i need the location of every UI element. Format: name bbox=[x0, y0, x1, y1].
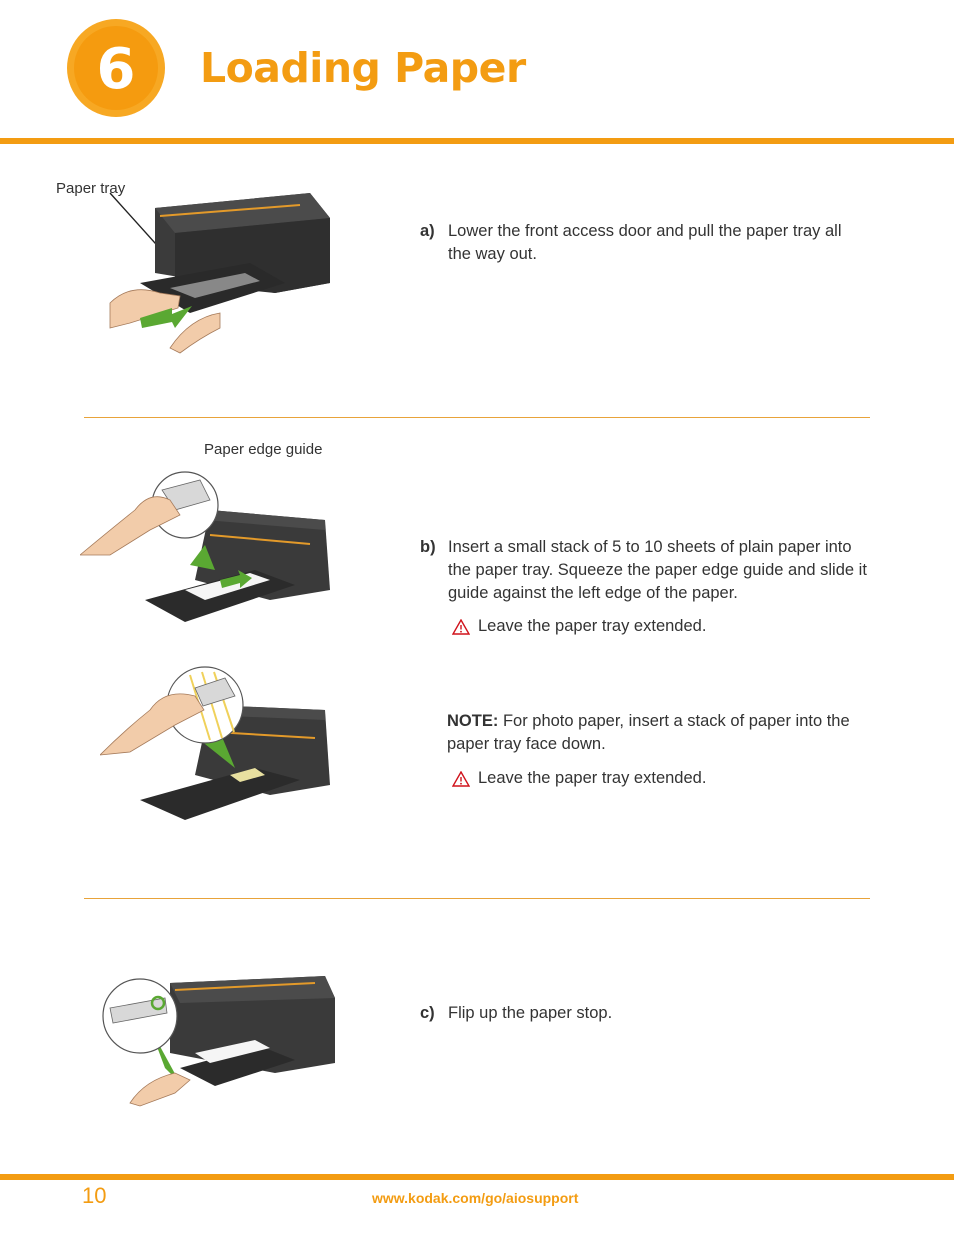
note-warning: Leave the paper tray extended. bbox=[452, 769, 706, 788]
chapter-badge: 6 bbox=[67, 19, 165, 117]
section-divider bbox=[84, 417, 870, 418]
step-b-warning: Leave the paper tray extended. bbox=[452, 617, 706, 636]
step-a: a) Lower the front access door and pull … bbox=[420, 220, 865, 266]
paper-tray-callout: Paper tray bbox=[56, 180, 126, 197]
printer-tray-out-illustration bbox=[109, 192, 330, 354]
paper-edge-guide-callout: Paper edge guide bbox=[204, 441, 323, 458]
step-a-letter: a) bbox=[420, 222, 435, 240]
step-b-warning-text: Leave the paper tray extended. bbox=[478, 617, 707, 635]
step-b-letter: b) bbox=[420, 538, 436, 556]
step-b: b) Insert a small stack of 5 to 10 sheet… bbox=[420, 536, 870, 605]
paper-stop-illustration bbox=[102, 976, 335, 1107]
footer-rule bbox=[0, 1174, 954, 1180]
step-c-text: Flip up the paper stop. bbox=[448, 1004, 613, 1022]
note-warning-text: Leave the paper tray extended. bbox=[478, 769, 707, 787]
step-c-letter: c) bbox=[420, 1004, 435, 1022]
section-divider bbox=[84, 898, 870, 899]
photo-paper-illustration bbox=[100, 666, 330, 820]
step-c: c) Flip up the paper stop. bbox=[420, 1002, 865, 1025]
step-b-text: Insert a small stack of 5 to 10 sheets o… bbox=[448, 538, 867, 602]
warning-icon bbox=[452, 618, 470, 635]
note: NOTE: For photo paper, insert a stack of… bbox=[447, 710, 875, 756]
warning-icon bbox=[452, 770, 470, 787]
note-label: NOTE: bbox=[447, 712, 499, 730]
page-title: Loading Paper bbox=[200, 44, 526, 92]
page-number: 10 bbox=[82, 1183, 107, 1208]
support-url-link[interactable]: www.kodak.com/go/aiosupport bbox=[372, 1190, 579, 1206]
header-rule bbox=[0, 138, 954, 144]
step-a-text: Lower the front access door and pull the… bbox=[448, 222, 842, 263]
note-text: For photo paper, insert a stack of paper… bbox=[447, 712, 850, 753]
paper-edge-guide-illustration bbox=[80, 471, 330, 622]
chapter-number: 6 bbox=[97, 37, 136, 102]
